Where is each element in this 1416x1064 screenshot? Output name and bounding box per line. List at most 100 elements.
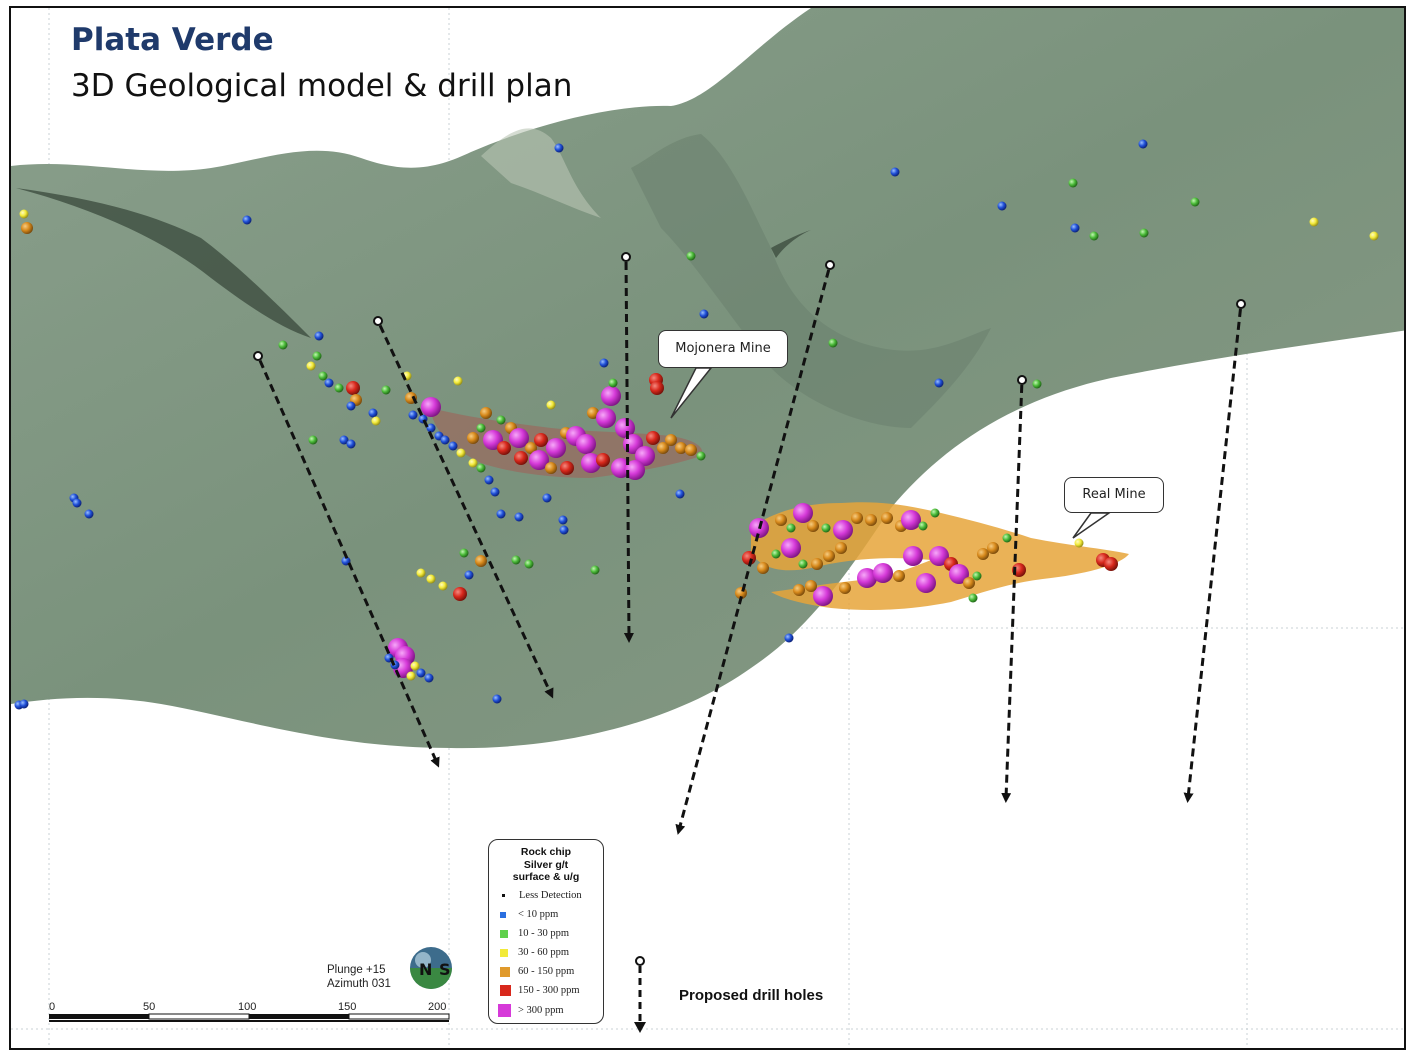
legend-box: Rock chip Silver g/t surface & u/g Less … — [488, 839, 604, 1024]
legend-item-label: 30 - 60 ppm — [518, 947, 570, 958]
legend-item: < 10 ppm — [500, 909, 558, 920]
drill-hole — [253, 351, 440, 768]
sample-marker — [893, 570, 905, 582]
sample-marker — [1070, 223, 1080, 233]
drill-hole-trace — [623, 261, 634, 643]
sample-marker — [811, 558, 823, 570]
sample-marker — [635, 446, 655, 466]
sample-marker — [599, 358, 609, 368]
legend-swatch — [498, 1004, 511, 1017]
drill-hole — [373, 316, 554, 699]
legend-drill-hole-icon — [634, 956, 646, 1033]
sample-marker — [19, 699, 29, 709]
sample-marker — [918, 521, 928, 531]
sample-marker — [468, 458, 478, 468]
legend-item: 30 - 60 ppm — [500, 947, 569, 958]
sample-marker — [1068, 178, 1078, 188]
sample-marker — [511, 555, 521, 565]
sample-marker — [542, 493, 552, 503]
sample-marker — [699, 309, 709, 319]
legend-item: 150 - 300 ppm — [500, 985, 580, 997]
legend-swatch — [500, 985, 511, 997]
drill-hole-collar — [253, 351, 263, 361]
drill-hole-collar — [1236, 299, 1246, 309]
mojonera-mine-callout: Mojonera Mine — [658, 330, 788, 368]
sample-marker — [771, 549, 781, 559]
proposed-drill-holes — [253, 252, 1246, 835]
legend-item-label: > 300 ppm — [518, 1004, 564, 1016]
drill-hole-trace — [258, 359, 440, 768]
sample-marker — [665, 434, 677, 446]
scale-tick-label: 150 — [338, 1001, 357, 1013]
sample-marker — [1002, 533, 1012, 543]
sample-marker — [930, 508, 940, 518]
sample-marker — [453, 587, 467, 601]
mojonera-callout-tail — [670, 367, 713, 419]
legend-swatch — [502, 894, 505, 898]
sample-marker — [581, 453, 601, 473]
sample-marker — [408, 410, 418, 420]
sample-marker — [438, 581, 448, 591]
sample-marker — [534, 433, 548, 447]
sample-marker — [972, 571, 982, 581]
sample-marker — [1309, 217, 1319, 227]
scale-tick-label: 50 — [143, 1001, 156, 1013]
sample-marker — [514, 512, 524, 522]
sample-marker — [324, 378, 334, 388]
scale-tick-label: 100 — [238, 1001, 257, 1013]
sample-points — [14, 139, 1379, 710]
drill-hole-collar — [621, 252, 631, 262]
legend-item-label: < 10 ppm — [518, 909, 559, 920]
sample-marker — [416, 668, 426, 678]
sample-marker — [475, 555, 487, 567]
legend-title-line: surface & u/g — [512, 871, 580, 883]
sample-marker — [839, 582, 851, 594]
sample-marker — [686, 251, 696, 261]
sample-marker — [278, 340, 288, 350]
sample-marker — [903, 546, 923, 566]
orientation-globe-icon: N S — [410, 947, 452, 989]
sample-marker — [464, 570, 474, 580]
sample-marker — [890, 167, 900, 177]
sample-marker — [496, 509, 506, 519]
sample-marker — [490, 487, 500, 497]
sample-marker — [576, 434, 596, 454]
sample-marker — [596, 408, 616, 428]
sample-marker — [1369, 231, 1379, 241]
sample-marker — [1139, 228, 1149, 238]
legend-item: Less Detection — [500, 890, 582, 901]
sample-marker — [424, 673, 434, 683]
sample-marker — [786, 523, 796, 533]
drill-hole — [1183, 299, 1246, 803]
sample-marker — [934, 378, 944, 388]
sample-marker — [509, 428, 529, 448]
sample-marker — [84, 509, 94, 519]
legend-item-label: 10 - 30 ppm — [518, 928, 570, 939]
sample-marker — [459, 548, 469, 558]
fault-plane-right — [771, 230, 811, 258]
scale-tick-label: 0 — [49, 1001, 56, 1013]
sample-marker — [467, 432, 479, 444]
sample-marker — [514, 451, 528, 465]
sample-marker — [997, 201, 1007, 211]
sample-marker — [1089, 231, 1099, 241]
sample-marker — [881, 512, 893, 524]
sample-marker — [381, 385, 391, 395]
sample-marker — [625, 460, 645, 480]
sample-marker — [821, 523, 831, 533]
sample-marker — [865, 514, 877, 526]
sample-marker — [560, 461, 574, 475]
drill-hole-trace — [675, 269, 831, 835]
svg-text:N: N — [419, 960, 432, 979]
sample-marker — [775, 514, 787, 526]
sample-marker — [456, 448, 466, 458]
legend-item-label: 150 - 300 ppm — [518, 985, 580, 996]
svg-text:S: S — [439, 960, 451, 979]
sample-marker — [608, 378, 618, 388]
legend-title-line: Rock chip — [520, 846, 572, 858]
sample-marker — [977, 548, 989, 560]
sample-marker — [318, 371, 328, 381]
sample-marker — [406, 671, 416, 681]
map-subtitle: 3D Geological model & drill plan — [71, 68, 573, 104]
drill-hole-collar — [1017, 375, 1027, 385]
